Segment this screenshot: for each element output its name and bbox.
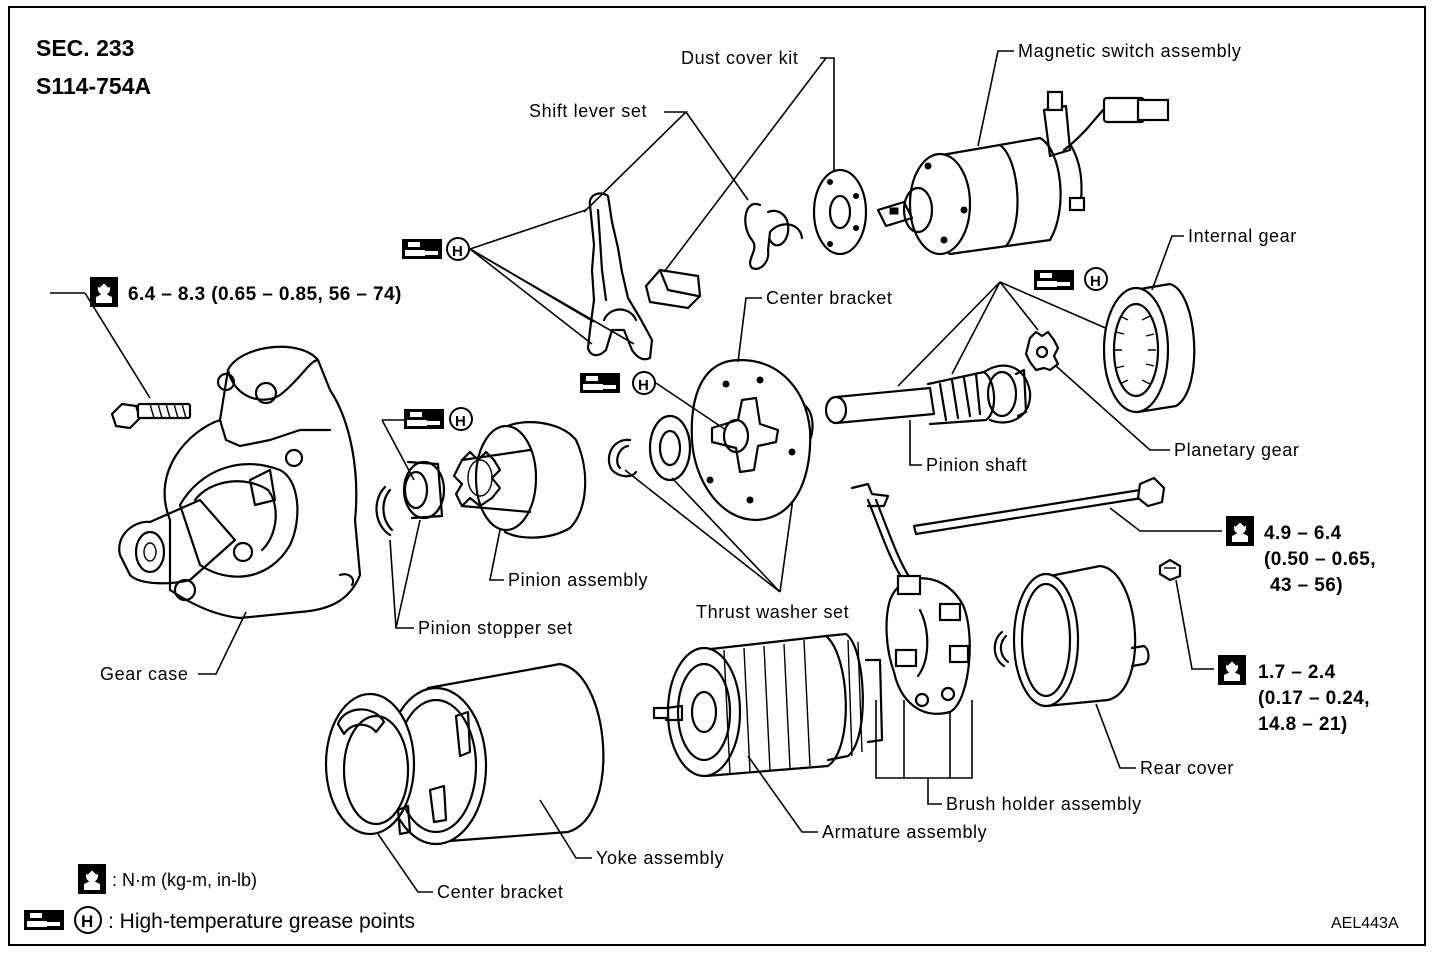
shift-lever-set [586, 192, 804, 361]
figure-border [8, 6, 1426, 946]
grease-gun-icon [404, 409, 444, 429]
magnetic-switch-assembly [876, 90, 1170, 256]
torque-wrench-icon [77, 863, 107, 895]
brush-holder-assembly [850, 482, 971, 715]
pinion-assembly [452, 421, 587, 539]
grease-gun-icon [24, 910, 64, 930]
rear-cover-screw [1158, 558, 1182, 582]
thrust-washer-set [607, 402, 814, 482]
label-brush-holder-assembly: Brush holder assembly [946, 794, 1142, 814]
svg-text:14.8 – 21): 14.8 – 21) [1258, 714, 1348, 735]
svg-text:H: H [81, 912, 93, 931]
svg-text:4.9 – 6.4: 4.9 – 6.4 [1264, 523, 1342, 544]
svg-text:: N·m (kg-m, in-lb): : N·m (kg-m, in-lb) [112, 870, 257, 890]
grease-gun-icon [1034, 270, 1074, 290]
grease-point-pinion-shaft: H [897, 267, 1111, 387]
svg-text:1.7 – 2.4: 1.7 – 2.4 [1258, 662, 1336, 683]
grease-h-icon [632, 371, 656, 395]
grease-gun-icon [580, 373, 620, 393]
svg-text:(0.50 – 0.65,: (0.50 – 0.65, [1264, 549, 1376, 570]
grease-gun-icon [402, 239, 442, 259]
legend-grease: H : High-temperature grease points [24, 906, 415, 934]
label-center-bracket-top: Center bracket [766, 288, 892, 308]
svg-text:H: H [452, 243, 463, 260]
grease-h-icon [449, 407, 473, 431]
svg-text:H: H [1090, 273, 1101, 290]
pinion-shaft [824, 364, 1032, 426]
dust-cover-kit [644, 168, 868, 310]
label-planetary-gear: Planetary gear [1174, 440, 1299, 460]
label-thrust-washer-set: Thrust washer set [696, 602, 849, 622]
internal-gear [1102, 282, 1196, 414]
figure-code: S114-754A [36, 73, 151, 99]
yoke-assembly [384, 662, 605, 846]
label-yoke-assembly: Yoke assembly [596, 848, 724, 868]
grease-h-icon [446, 237, 470, 261]
svg-text:H: H [638, 377, 649, 394]
section-number: SEC. 233 [36, 35, 134, 61]
torque-spec-gear-case-bolt: 6.4 – 8.3 (0.65 – 0.85, 56 – 74) [50, 276, 402, 399]
torque-spec-through-bolt: 4.9 – 6.4 (0.50 – 0.65, 43 – 56) [1109, 507, 1376, 596]
label-center-bracket-bottom: Center bracket [437, 882, 563, 902]
grease-point-center-bracket: H [580, 371, 727, 431]
torque-wrench-icon [1225, 515, 1255, 547]
gear-case-bolt-torque: 6.4 – 8.3 (0.65 – 0.85, 56 – 74) [128, 284, 402, 305]
torque-wrench-icon [89, 276, 119, 308]
rear-cover [993, 564, 1150, 708]
svg-text:(0.17 – 0.24,: (0.17 – 0.24, [1258, 688, 1370, 709]
grease-h-icon [1084, 267, 1108, 291]
center-bracket-top [690, 358, 812, 522]
reference-code: AEL443A [1331, 915, 1399, 932]
label-dust-cover-kit: Dust cover kit [681, 48, 798, 68]
legend-torque: : N·m (kg-m, in-lb) [77, 863, 257, 895]
grease-point-shift-lever: H [402, 209, 635, 345]
pinion-stopper-set [375, 460, 446, 537]
torque-spec-rear-cover: 1.7 – 2.4 (0.17 – 0.24, 14.8 – 21) [1175, 579, 1370, 735]
label-magnetic-switch-assembly: Magnetic switch assembly [1018, 41, 1241, 61]
label-gear-case: Gear case [100, 664, 188, 684]
svg-text:H: H [455, 413, 466, 430]
label-internal-gear: Internal gear [1188, 226, 1297, 246]
label-pinion-shaft: Pinion shaft [926, 455, 1027, 475]
label-rear-cover: Rear cover [1140, 758, 1234, 778]
label-pinion-stopper-set: Pinion stopper set [418, 618, 573, 638]
gear-case [118, 345, 362, 620]
label-armature-assembly: Armature assembly [822, 822, 987, 842]
torque-wrench-icon [1217, 654, 1247, 686]
planetary-gear [1024, 330, 1060, 372]
through-bolt [912, 476, 1166, 536]
label-shift-lever-set: Shift lever set [529, 101, 647, 121]
gear-case-bolt [110, 402, 192, 430]
center-bracket-bottom [324, 692, 416, 836]
grease-point-pinion-stopper: H [381, 407, 473, 481]
svg-text:: High-temperature grease poin: : High-temperature grease points [108, 910, 415, 933]
grease-h-icon [74, 906, 102, 934]
label-pinion-assembly: Pinion assembly [508, 570, 648, 590]
svg-text:43 – 56): 43 – 56) [1270, 575, 1343, 596]
armature-assembly [652, 632, 884, 778]
